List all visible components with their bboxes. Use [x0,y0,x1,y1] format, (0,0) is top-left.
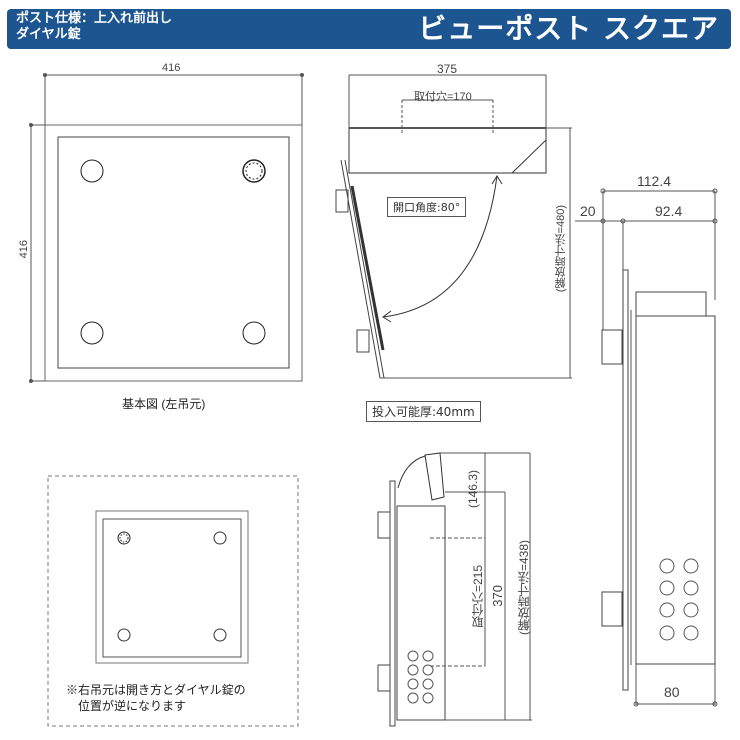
insert-thickness-label: 投入可能厚:40mm [366,401,481,422]
front-width-dim: 416 [162,62,181,74]
bottom-width-dim: 80 [664,684,680,700]
inset-note-line-1: ※右吊元は開き方とダイヤル錠の [66,683,246,697]
bottom-open-height-dim: (解放時寸法=438) [517,540,531,636]
header-banner: ポスト仕様：上入れ前出し ダイヤル錠 ビューポスト スクエア [7,9,731,49]
total-depth-dim: 112.4 [637,173,671,189]
top-flap-dim: (146.3) [466,470,480,509]
front-view-caption: 基本図 (左吊元) [122,397,206,411]
right-hinge-inset [47,475,299,727]
spec-line-2: ダイヤル錠 [16,27,81,42]
side-depth-dim: 375 [437,62,458,76]
spec-line-1: ポスト仕様：上入れ前出し [16,11,173,26]
right-side-view [575,188,718,707]
body-depth-dim: 92.4 [655,203,683,219]
open-angle-label: 開口角度:80° [387,197,467,217]
side-mount-hole-dim: 取付穴=170 [414,91,472,103]
side-open-height-dim: (解放時寸法=480) [555,205,567,293]
plate-offset-dim: 20 [580,203,596,219]
spec-text: ポスト仕様：上入れ前出し ダイヤル錠 [16,11,172,43]
product-title: ビューポスト スクエア [418,12,719,45]
inset-note-line-2: 位置が逆になります [78,699,187,713]
side-view [377,452,532,727]
side-open-view [335,74,572,379]
height-dim-370: 370 [490,585,505,607]
front-view [29,73,304,383]
front-height-dim: 416 [18,240,30,259]
bottom-mount-hole-dim: 取付穴=215 [471,565,485,629]
